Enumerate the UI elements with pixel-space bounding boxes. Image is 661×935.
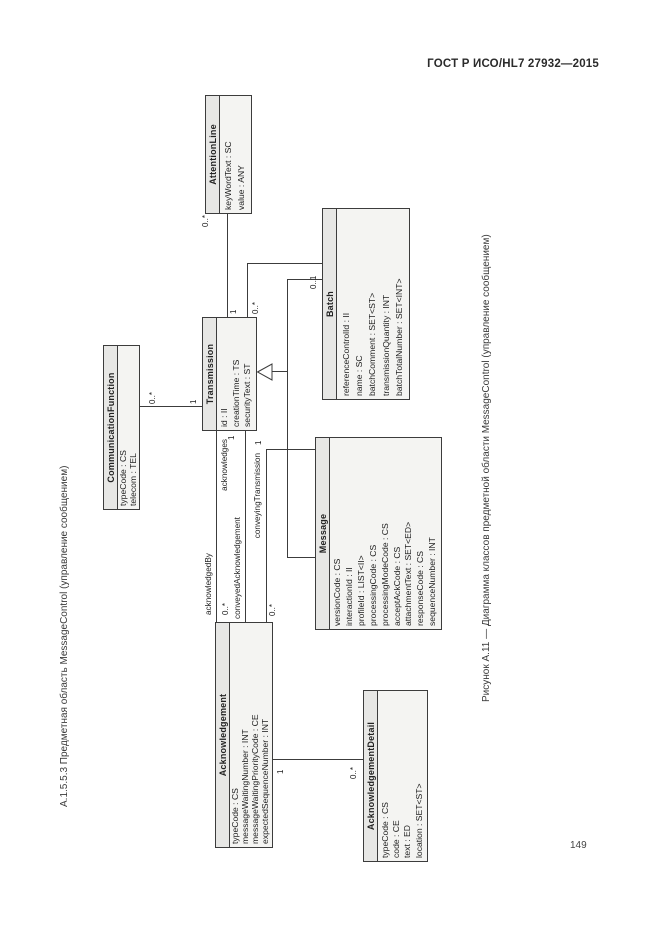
- class-title: CommunicationFunction: [104, 346, 118, 509]
- multiplicity-label: 1: [254, 440, 263, 445]
- uml-class-diagram: 0..* 1 0..* 1 0..* 0..1 acknowledges 1 a…: [55, 90, 495, 865]
- class-attribute: sequenceNumber : INT: [427, 537, 438, 626]
- class-attribute: telecom : TEL: [127, 453, 138, 506]
- page-number: 149: [570, 840, 587, 851]
- class-attribute: processingCode : CS: [367, 544, 378, 626]
- class-attentionline: AttentionLine keyWordText : SC value : A…: [205, 95, 252, 214]
- multiplicity-label: 0..*: [349, 766, 358, 779]
- multiplicity-label: 0..*: [268, 603, 277, 616]
- association-line-conveying-h: [266, 450, 267, 622]
- multiplicity-label: 0..*: [221, 602, 230, 615]
- class-title: Acknowledgement: [216, 623, 230, 847]
- class-attribute: batchComment : SET<ST>: [367, 292, 378, 396]
- multiplicity-label: 1: [229, 309, 238, 314]
- association-line-acknowledges: [216, 431, 217, 622]
- class-title: Transmission: [203, 318, 217, 430]
- class-title: AttentionLine: [206, 96, 220, 213]
- association-line-ackdetail: [273, 759, 363, 760]
- class-communicationfunction: CommunicationFunction typeCode : CS tele…: [103, 345, 140, 510]
- class-batch: Batch referenceControlId : II name : SC …: [322, 208, 410, 400]
- class-attribute: interactionId : II: [344, 567, 355, 626]
- association-line-batch-v: [247, 263, 322, 264]
- association-line-conveyed: [245, 431, 246, 622]
- class-attribute: expectedSequenceNumber : INT: [260, 718, 271, 844]
- generalization-branch-message: [287, 557, 315, 558]
- class-attribute: name : SC: [354, 355, 364, 396]
- class-attribute: attachmentText : SET<ED>: [403, 521, 414, 626]
- generalization-trunk: [287, 280, 288, 558]
- class-attribute: versionCode : CS: [332, 558, 343, 626]
- class-attribute: securityText : ST: [242, 363, 253, 427]
- multiplicity-label: 0..1: [309, 275, 318, 289]
- association-line-communicationfunction: [140, 406, 202, 407]
- multiplicity-label: 1: [276, 769, 285, 774]
- document-header: ГОСТ Р ИСО/HL7 27932—2015: [427, 58, 599, 70]
- class-attributes: typeCode : CS telecom : TEL: [118, 346, 139, 509]
- multiplicity-label: 0..*: [201, 214, 210, 227]
- role-label: conveyingTransmission: [253, 453, 262, 539]
- class-attributes: versionCode : CS interactionId : II prof…: [330, 438, 441, 629]
- association-line-batch-h: [247, 264, 248, 317]
- class-attribute: referenceControlId : II: [340, 312, 351, 396]
- class-attribute: processingModeCode : CS: [379, 523, 390, 626]
- class-attributes: typeCode : CS messageWaitingNumber : INT…: [230, 623, 272, 847]
- role-label: acknowledgedBy: [204, 553, 213, 615]
- class-title: AcknowledgementDetail: [364, 691, 378, 861]
- class-attributes: referenceControlId : II name : SC batchC…: [337, 209, 409, 399]
- generalization-arrow-icon: [257, 363, 273, 381]
- class-attribute: location : SET<ST>: [413, 783, 424, 858]
- class-attribute: typeCode : CS: [379, 802, 390, 858]
- role-label: acknowledges: [220, 439, 229, 491]
- multiplicity-label: 0..*: [251, 301, 260, 314]
- multiplicity-label: 1: [189, 399, 198, 404]
- class-attribute: responseCode : CS: [415, 551, 426, 626]
- generalization-stem: [272, 371, 287, 372]
- class-attribute: transmissionQuantity : INT: [380, 294, 391, 396]
- class-attribute: code : CE: [391, 820, 402, 858]
- class-attribute: batchTotalNumber : SET<INT>: [393, 278, 404, 397]
- multiplicity-label: 1: [227, 435, 236, 440]
- role-label: conveyedAcknowledgement: [233, 517, 242, 619]
- class-title: Message: [316, 438, 330, 629]
- class-attribute: acceptAckCode : CS: [391, 546, 402, 626]
- class-attribute: value : ANY: [236, 165, 247, 210]
- class-transmission: Transmission id : II creationTime : TS s…: [202, 317, 257, 431]
- class-attributes: id : II creationTime : TS securityText :…: [217, 318, 256, 430]
- class-acknowledgement: Acknowledgement typeCode : CS messageWai…: [215, 622, 273, 848]
- class-attribute: text : ED: [402, 825, 413, 858]
- class-attributes: typeCode : CS code : CE text : ED locati…: [378, 691, 427, 861]
- class-attribute: profileId : LIST<II>: [356, 555, 367, 626]
- class-attribute: id : II: [219, 408, 230, 427]
- class-attribute: keyWordText : SC: [223, 141, 234, 210]
- class-acknowledgementdetail: AcknowledgementDetail typeCode : CS code…: [363, 690, 428, 862]
- class-title: Batch: [323, 209, 337, 399]
- class-attributes: keyWordText : SC value : ANY: [220, 96, 251, 213]
- association-line-attentionline: [227, 214, 228, 317]
- multiplicity-label: 0..*: [148, 391, 157, 404]
- class-message: Message versionCode : CS interactionId :…: [315, 437, 442, 630]
- association-line-conveying-v: [266, 449, 315, 450]
- class-attribute: creationTime : TS: [230, 359, 241, 427]
